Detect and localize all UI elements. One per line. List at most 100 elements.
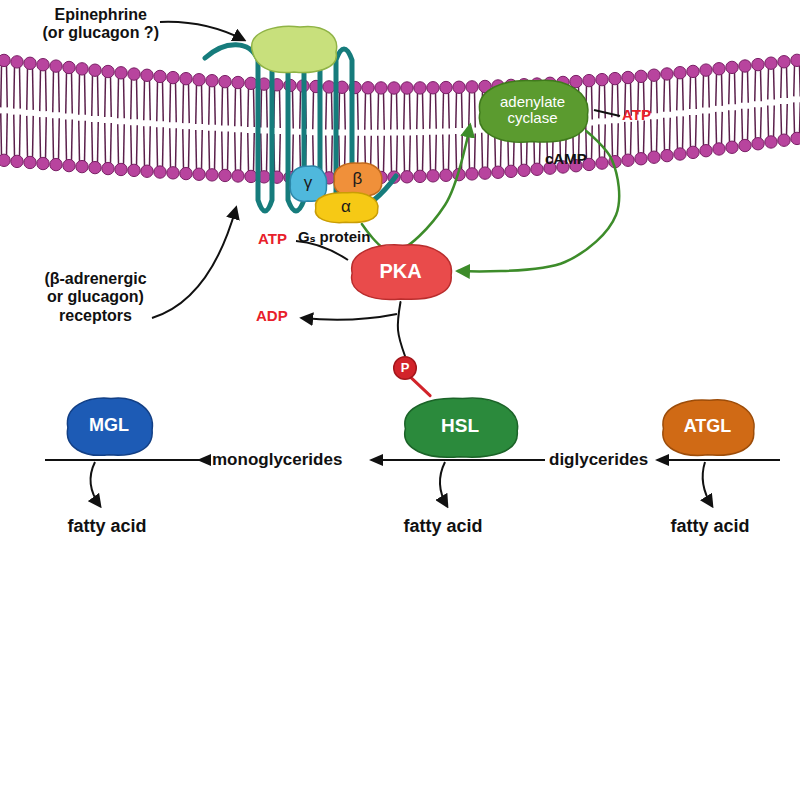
lipid-head (505, 165, 517, 177)
lipid-tail (227, 87, 229, 126)
arrow-head (655, 454, 669, 466)
product-arrow (703, 462, 712, 506)
lipid-tail (234, 132, 236, 171)
lipid-head (778, 56, 790, 68)
lipid-tail (104, 77, 106, 118)
lipid-tail (695, 115, 697, 147)
lipid-tail (598, 85, 600, 119)
lipid-head (466, 168, 478, 180)
lipid-tail (175, 83, 177, 123)
lipid-tail (221, 132, 223, 171)
lipid-head (362, 82, 374, 94)
lipid-tail (617, 123, 619, 157)
lipid-head (765, 136, 777, 148)
node-outline (394, 357, 417, 380)
lipid-tail (611, 123, 613, 157)
lipid-head (63, 159, 75, 171)
lipid-tail (130, 79, 132, 119)
lipid-tail (78, 121, 80, 162)
lipid-tail (325, 135, 327, 172)
lipid-tail (403, 93, 405, 129)
molecule-label: ADP (256, 307, 306, 324)
lipid-tail (435, 135, 437, 171)
lipid-tail (637, 121, 639, 154)
lipid-head (193, 168, 205, 180)
lipid-tail (344, 92, 346, 129)
lipid-tail (279, 90, 281, 128)
node-outline (315, 193, 378, 223)
lipid-tail (247, 88, 249, 127)
lipid-tails (1, 65, 800, 173)
lipid-tail (604, 124, 606, 158)
lipid-tail (201, 85, 203, 124)
lipid-tail (39, 117, 41, 158)
lipid-tail (240, 88, 242, 127)
lipid-tail (793, 102, 795, 133)
lipid-tail (130, 125, 132, 165)
leader-line (594, 110, 620, 116)
lipid-head (713, 143, 725, 155)
lipid-tail (39, 70, 41, 111)
lipid-tail (702, 113, 704, 145)
lipid-head (778, 134, 790, 146)
lipid-head (154, 166, 166, 178)
lipid-tail (162, 127, 164, 167)
lipid-tail (6, 65, 8, 107)
lipid-head (648, 69, 660, 81)
lipid-head (0, 154, 10, 166)
node-text: P (401, 361, 410, 375)
lipid-tail (734, 72, 736, 104)
lipid-tail (422, 135, 424, 171)
lipid-tail (143, 80, 145, 120)
lipid-tail (663, 79, 665, 112)
lipid-tail (110, 77, 112, 118)
lipid-tail (357, 93, 359, 130)
leader-arrow (302, 314, 397, 320)
reaction-line (378, 459, 545, 461)
lipid-tail (65, 120, 67, 161)
lipid-head (388, 82, 400, 94)
molecule-label: ATP (258, 230, 308, 247)
lipid-tail (455, 92, 457, 128)
lipid-head (245, 77, 257, 89)
lipid-tail (630, 122, 632, 155)
lipid-tail (71, 120, 73, 161)
substrate-label: monoglycerides (212, 450, 372, 470)
lipid-head (0, 54, 10, 66)
lipid-tail (45, 70, 47, 111)
enzyme-blob: adenylate cyclase (470, 75, 595, 145)
lipid-head (115, 67, 127, 79)
lipid-head (700, 64, 712, 76)
lipid-head (739, 60, 751, 72)
lipid-tail (6, 113, 8, 155)
node-outline (334, 163, 382, 197)
lipid-heads (0, 54, 800, 184)
phosphate-circle: P (393, 356, 417, 380)
lipid-head (115, 163, 127, 175)
lipid-tail (409, 135, 411, 171)
lipid-head (37, 59, 49, 71)
lipid-tail (474, 133, 476, 169)
lipid-tail (32, 116, 34, 158)
lipid-head (596, 73, 608, 85)
reaction-line (45, 459, 206, 461)
lipid-tail (728, 72, 730, 104)
lipid-tail (669, 118, 671, 151)
lipid-tail (169, 83, 171, 123)
lipid-head (752, 58, 764, 70)
molecule-label: ATP (622, 106, 672, 123)
lipid-tail (136, 79, 138, 119)
lipid-tail (747, 109, 749, 141)
lipid-head (102, 162, 114, 174)
node-text: adenylate cyclase (470, 94, 595, 127)
lipid-head (765, 57, 777, 69)
lipid-tail (279, 134, 281, 172)
lipid-head (726, 141, 738, 153)
lipid-tail (461, 92, 463, 128)
lipid-head (661, 149, 673, 161)
lipid-head (50, 158, 62, 170)
lipid-tail (676, 116, 678, 149)
lipid-tail (676, 78, 678, 111)
lipid-tail (396, 136, 398, 173)
lipid-tail (149, 126, 151, 166)
